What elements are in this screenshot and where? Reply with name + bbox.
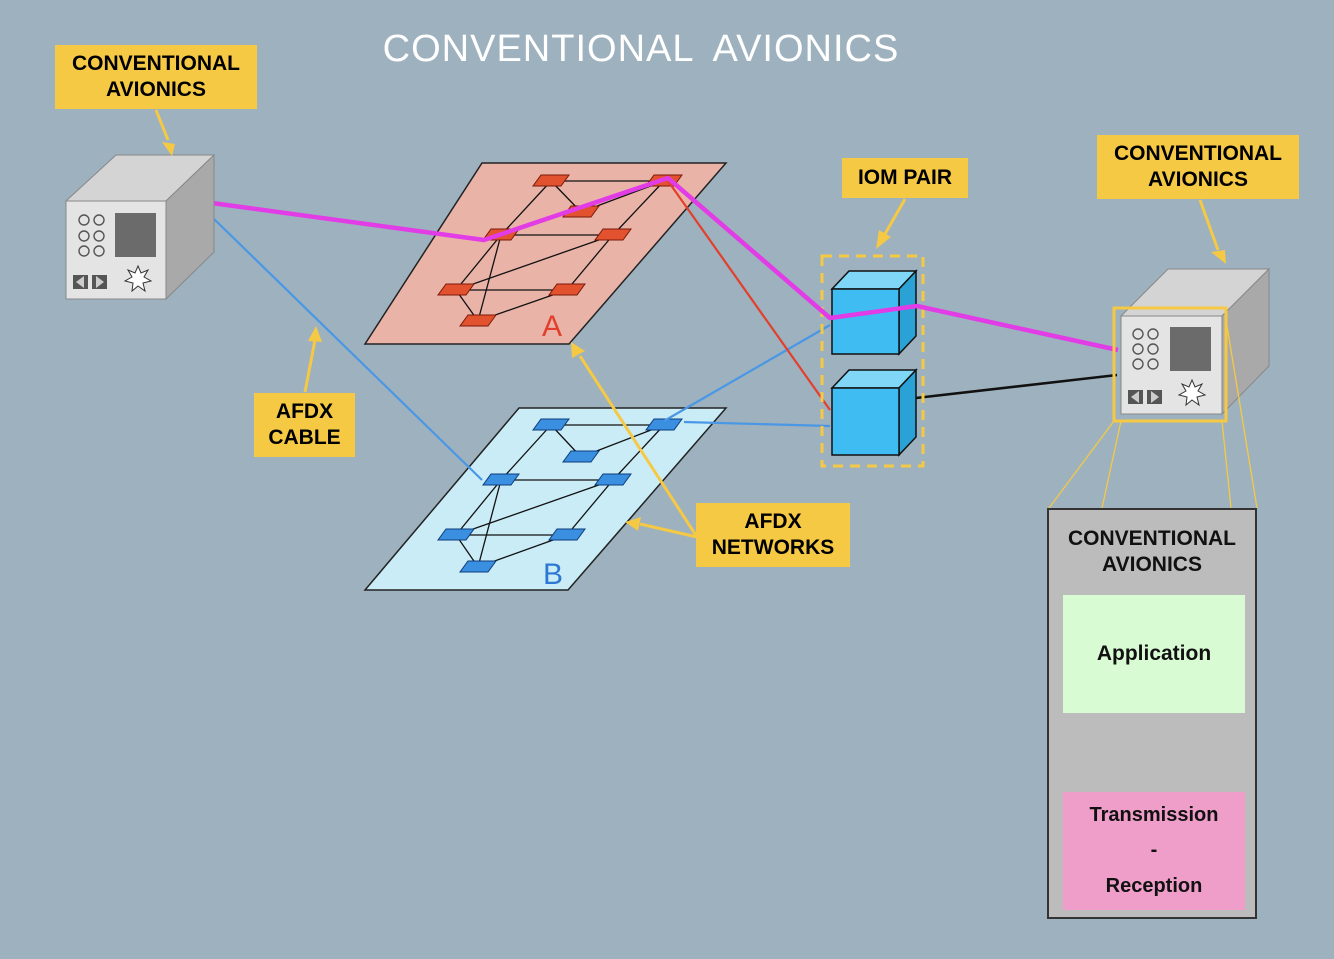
reception-label: Reception [1105,874,1203,897]
detail-title-line-2: AVIONICS [1102,553,1202,576]
callout-line-2: CABLE [268,426,341,449]
application-label: Application [1096,642,1212,665]
iom-pair-outline [820,254,925,468]
right-avionics-unit [1112,267,1271,423]
separator-label: - [1150,839,1158,862]
callout-line-1: AFDX [744,510,802,533]
network-b-label: B [543,558,563,591]
detail-title-line-1: CONVENTIONAL [1068,527,1236,550]
callout-line-2: NETWORKS [711,536,835,559]
iom-pair [820,254,925,468]
network-a-label: A [542,310,562,343]
afdx-cables [212,180,1118,481]
network-a-plane: A [363,162,728,345]
callout-line-1: IOM PAIR [857,166,953,189]
callout-arrows [154,109,1226,539]
callout-line-1: CONVENTIONAL [1114,142,1282,165]
iom-unit-top [830,269,918,356]
callout-line-2: AVIONICS [106,78,206,101]
transmission-reception-layer: Transmission - Reception [1063,792,1245,910]
cable-network-a-to-iom [667,180,831,411]
cable-network-b-to-iom-top [663,324,831,422]
callout-conventional-avionics-right: CONVENTIONAL AVIONICS [1097,135,1299,199]
callout-afdx-cable: AFDX CABLE [254,393,355,457]
zoom-lines [1048,319,1258,509]
callout-conventional-avionics-left: CONVENTIONAL AVIONICS [55,45,257,109]
highlighted-path [211,175,1119,353]
page-title: CONVENTIONAL AVIONICS [382,28,900,70]
detail-panel: CONVENTIONAL AVIONICS Application Transm… [1047,508,1257,919]
cable-left-to-network-b [212,217,483,481]
cable-iom-to-right-avionics [915,373,1118,400]
callout-afdx-networks: AFDX NETWORKS [696,503,850,567]
network-b-plane: B [363,407,728,591]
network-b-switches [437,418,683,573]
right-avionics-highlight [1112,306,1228,423]
detail-panel-title: CONVENTIONAL AVIONICS [1049,526,1255,578]
iom-unit-bottom [830,368,918,457]
callout-line-1: CONVENTIONAL [72,52,240,75]
cable-network-b-to-iom-bottom [683,420,831,428]
network-a-switches [437,174,683,327]
left-avionics-unit [64,153,216,301]
application-layer: Application [1063,595,1245,713]
transmission-label: Transmission [1089,804,1219,827]
callout-line-2: AVIONICS [1148,168,1248,191]
callout-iom-pair: IOM PAIR [842,158,968,198]
callout-line-1: AFDX [275,400,334,423]
